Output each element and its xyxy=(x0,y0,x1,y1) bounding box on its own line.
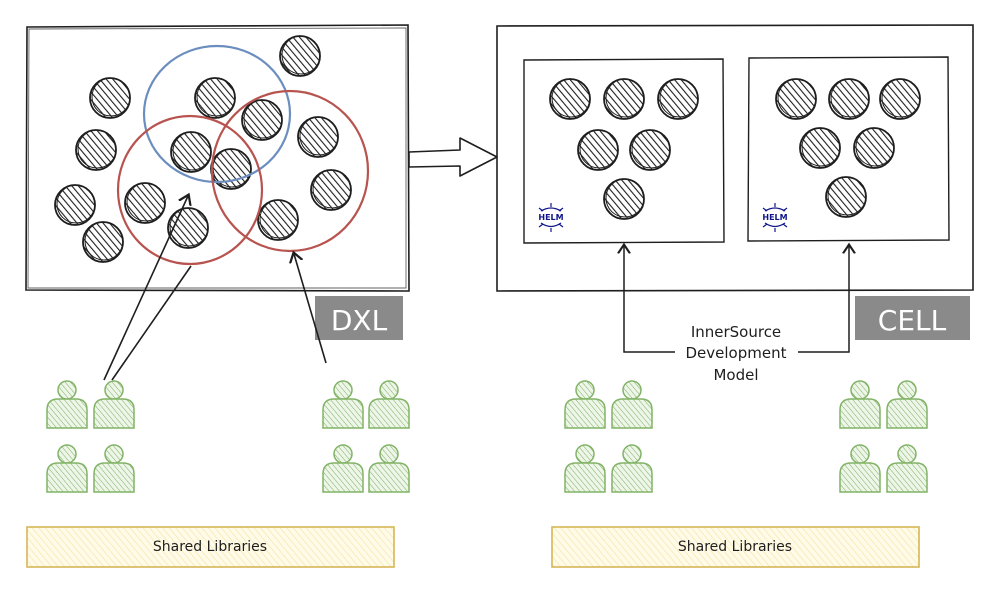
service-node-icon xyxy=(775,78,817,120)
svg-text:HELM: HELM xyxy=(538,213,563,222)
dxl-tag: DXL xyxy=(315,296,403,340)
service-node-icon xyxy=(657,78,699,120)
service-node-icon xyxy=(54,184,96,226)
service-node-icon xyxy=(82,221,124,263)
svg-text:HELM: HELM xyxy=(762,213,787,222)
developer-person-icon xyxy=(886,444,928,493)
developer-person-icon xyxy=(839,444,881,493)
innersource-label: InnerSource Development Model xyxy=(686,323,787,384)
service-node-icon xyxy=(603,178,645,220)
service-node-icon xyxy=(629,129,671,171)
service-node-icon xyxy=(799,127,841,169)
cell-right xyxy=(747,56,950,242)
service-node-icon xyxy=(853,127,895,169)
service-node-icon xyxy=(577,129,619,171)
developer-teams xyxy=(46,380,928,493)
developer-person-icon xyxy=(322,380,364,429)
shared-libraries-left: Shared Libraries xyxy=(26,526,395,568)
service-node-icon xyxy=(825,176,867,218)
service-node-icon xyxy=(549,78,591,120)
service-node-icon xyxy=(194,77,236,119)
cell-left xyxy=(523,58,725,244)
shared-libraries-right-label: Shared Libraries xyxy=(678,539,792,555)
service-node-icon xyxy=(170,131,212,173)
developer-person-icon xyxy=(611,444,653,493)
developer-person-icon xyxy=(46,380,88,429)
service-node-icon xyxy=(297,116,339,158)
svg-text:Model: Model xyxy=(713,366,758,384)
dxl-ownership-arrows xyxy=(103,196,327,381)
service-node-icon xyxy=(310,169,352,211)
cell-services xyxy=(549,78,921,220)
developer-person-icon xyxy=(611,380,653,429)
service-node-icon xyxy=(89,77,131,119)
innersource-connectors xyxy=(624,246,849,353)
developer-person-icon xyxy=(839,380,881,429)
service-node-icon xyxy=(279,35,321,77)
developer-person-icon xyxy=(46,444,88,493)
service-node-icon xyxy=(603,78,645,120)
cell-tag: CELL xyxy=(855,296,970,340)
service-node-icon xyxy=(257,199,299,241)
svg-text:Development: Development xyxy=(686,344,787,362)
shared-libraries-left-label: Shared Libraries xyxy=(153,539,267,555)
service-node-icon xyxy=(241,99,283,141)
developer-person-icon xyxy=(93,380,135,429)
service-node-icon xyxy=(879,78,921,120)
service-node-icon xyxy=(828,78,870,120)
blue-ring xyxy=(142,44,292,184)
cell-tag-label: CELL xyxy=(878,304,947,337)
shared-libraries-right: Shared Libraries xyxy=(551,526,920,568)
developer-person-icon xyxy=(886,380,928,429)
cell-container xyxy=(496,24,974,292)
developer-person-icon xyxy=(564,444,606,493)
developer-person-icon xyxy=(93,444,135,493)
service-node-icon xyxy=(124,182,166,224)
red-ring-left xyxy=(116,114,264,266)
dxl-tag-label: DXL xyxy=(331,304,388,337)
developer-person-icon xyxy=(564,380,606,429)
transition-arrow xyxy=(408,137,498,177)
helm-icon: HELM xyxy=(538,203,564,232)
dxl-container xyxy=(25,24,410,292)
developer-person-icon xyxy=(368,380,410,429)
helm-icon: HELM xyxy=(762,203,788,232)
service-node-icon xyxy=(75,129,117,171)
developer-person-icon xyxy=(322,444,364,493)
developer-person-icon xyxy=(368,444,410,493)
svg-text:InnerSource: InnerSource xyxy=(691,323,781,341)
dxl-services xyxy=(54,35,352,263)
